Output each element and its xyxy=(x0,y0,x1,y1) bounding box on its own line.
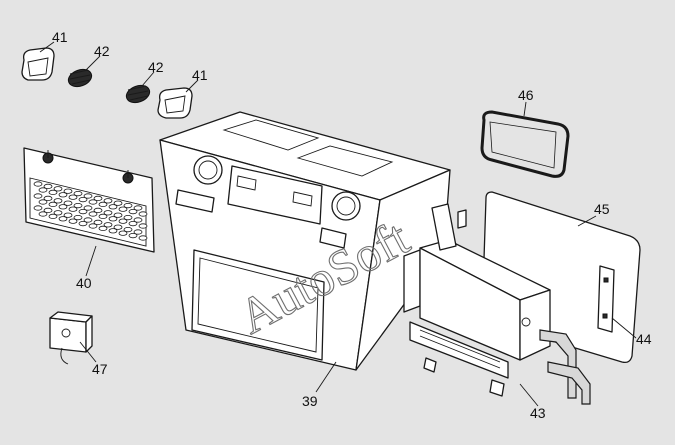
grille-hole xyxy=(113,200,123,206)
callout-47: 47 xyxy=(92,361,108,377)
grille-hole xyxy=(78,197,88,203)
grille-hole xyxy=(58,216,68,222)
part-40-grille-panel xyxy=(23,147,155,253)
grille-hole xyxy=(73,203,83,209)
grille-hole xyxy=(138,211,148,217)
grille-hole xyxy=(33,193,43,199)
part-41-cap-left xyxy=(21,47,55,81)
callout-41-a: 41 xyxy=(52,29,68,45)
grille-hole xyxy=(138,235,148,241)
part-41-cap-right xyxy=(157,87,193,119)
grille-hole xyxy=(68,206,78,212)
callout-43: 43 xyxy=(530,405,546,421)
grille-hole xyxy=(78,209,88,215)
grille-hole xyxy=(43,207,53,213)
grille-hole xyxy=(113,212,123,218)
callout-39: 39 xyxy=(302,393,318,409)
grille-hole xyxy=(133,229,143,235)
part-44-bracket xyxy=(597,265,615,333)
callout-42-b: 42 xyxy=(148,59,164,75)
callout-46: 46 xyxy=(518,87,534,103)
grille-hole xyxy=(53,186,63,192)
grille-hole xyxy=(53,198,63,204)
grille-hole xyxy=(88,211,98,217)
callout-41-b: 41 xyxy=(192,67,208,83)
callout-44: 44 xyxy=(636,331,652,347)
grille-hole xyxy=(68,218,78,224)
grille-hole xyxy=(58,204,68,210)
grille-hole xyxy=(63,212,73,218)
part-42-knob-left xyxy=(67,68,93,88)
grille-hole xyxy=(33,181,43,187)
grille-hole xyxy=(108,228,118,234)
grille-hole xyxy=(133,205,143,211)
grille-hole xyxy=(93,219,103,225)
grille-hole xyxy=(123,203,133,209)
grille-hole xyxy=(128,209,138,215)
grille-hole xyxy=(43,183,53,189)
grille-hole xyxy=(128,221,138,227)
grille-hole xyxy=(63,188,73,194)
grille-hole xyxy=(123,215,133,221)
callout-40: 40 xyxy=(76,275,92,291)
grille-hole xyxy=(83,193,93,199)
grille-hole xyxy=(68,194,78,200)
grille-hole xyxy=(58,192,68,198)
grille-hole xyxy=(123,227,133,233)
grille-hole xyxy=(138,223,148,229)
grille-hole xyxy=(48,189,58,195)
grille-hole xyxy=(38,199,48,205)
part-43-heater-assembly xyxy=(403,203,591,405)
grille-hole xyxy=(48,201,58,207)
grille-hole xyxy=(128,233,138,239)
grille-hole xyxy=(83,205,93,211)
grille-hole xyxy=(108,216,118,222)
grille-hole xyxy=(48,213,58,219)
grille-hole xyxy=(73,215,83,221)
grille-hole xyxy=(103,198,113,204)
part-46-seal xyxy=(480,110,570,178)
grille-hole xyxy=(88,223,98,229)
grille-hole xyxy=(103,210,113,216)
part-47-small-box xyxy=(49,311,93,365)
grille-hole xyxy=(93,207,103,213)
grille-hole xyxy=(38,187,48,193)
grille-hole xyxy=(98,201,108,207)
grille-hole xyxy=(88,199,98,205)
grille-hole xyxy=(98,213,108,219)
grille-hole xyxy=(83,217,93,223)
grille-hole xyxy=(78,221,88,227)
grille-hole xyxy=(98,225,108,231)
grille-hole xyxy=(108,204,118,210)
grille-hole xyxy=(118,230,128,236)
grille-hole xyxy=(113,224,123,230)
callout-45: 45 xyxy=(594,201,610,217)
grille-hole xyxy=(38,211,48,217)
grille-hole xyxy=(103,222,113,228)
part-42-knob-right xyxy=(125,84,151,104)
grille-hole xyxy=(63,200,73,206)
leader-lines xyxy=(39,41,637,407)
grille-hole xyxy=(118,218,128,224)
grille-hole xyxy=(93,195,103,201)
part-39-dashboard-housing xyxy=(159,111,451,371)
grille-hole xyxy=(33,205,43,211)
grille-hole xyxy=(73,191,83,197)
grille-hole xyxy=(118,206,128,212)
grille-hole xyxy=(53,210,63,216)
grille-hole xyxy=(43,195,53,201)
grille-hole xyxy=(133,217,143,223)
callout-42-a: 42 xyxy=(94,43,110,59)
